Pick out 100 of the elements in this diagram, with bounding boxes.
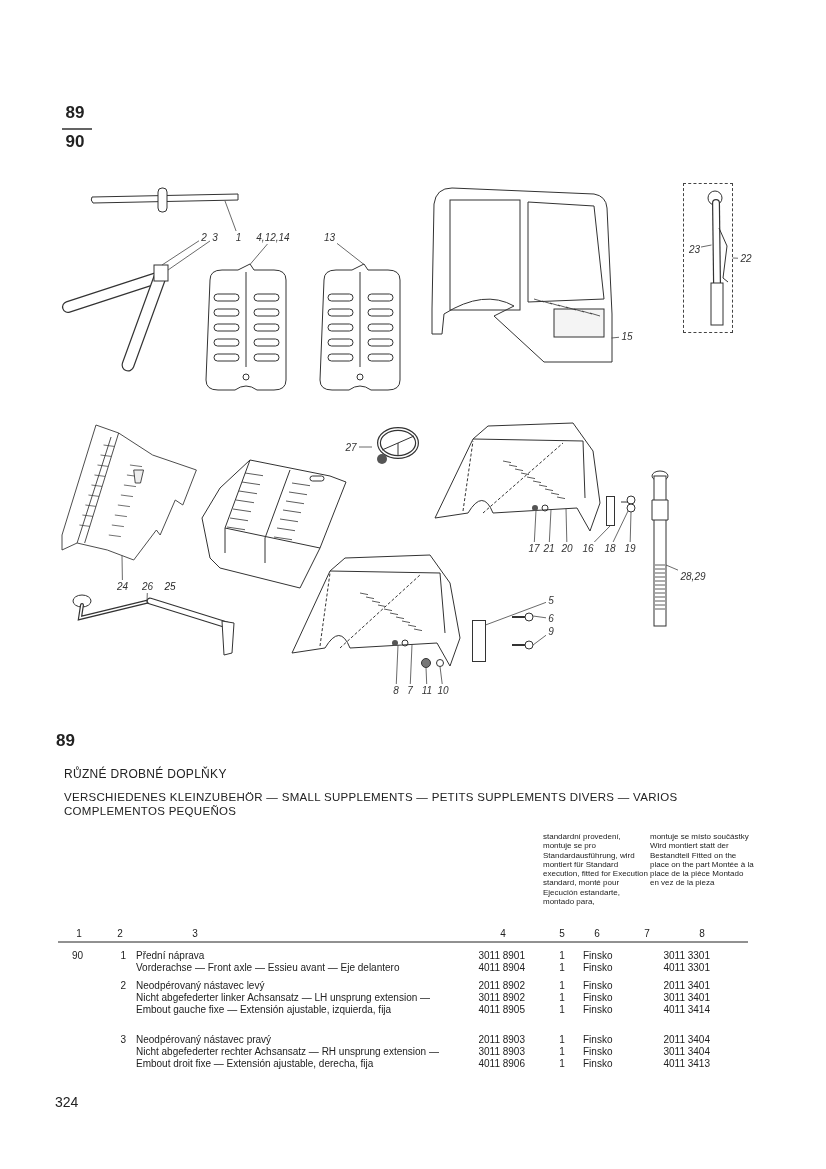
callout-number: 16 xyxy=(581,542,595,555)
leader-line xyxy=(732,257,739,259)
part-number: 3011 8901 xyxy=(477,950,525,962)
callout-number: 8 xyxy=(391,684,401,697)
column-number: 1 xyxy=(75,928,83,940)
callout-number: 15 xyxy=(619,330,635,343)
table-text: Finsko xyxy=(583,1034,614,1046)
floor-plate-drawing xyxy=(200,458,348,590)
part-number: 2011 3404 xyxy=(662,1034,710,1046)
column-number: 3 xyxy=(191,928,199,940)
leader-line xyxy=(533,509,537,543)
quantity: 1 xyxy=(558,980,566,992)
column-number: 2 xyxy=(116,928,124,940)
callout-number: 13 xyxy=(322,231,337,244)
column-number: 7 xyxy=(643,928,651,940)
part-number: 4011 8905 xyxy=(477,1004,525,1016)
callout-number: 1 xyxy=(233,231,244,244)
washer xyxy=(436,659,444,667)
leader-line xyxy=(161,240,200,266)
table-text: 1 xyxy=(119,950,126,962)
table-text: Finsko xyxy=(583,980,614,992)
callout-number: 10 xyxy=(436,684,450,697)
callout-number: 9 xyxy=(546,625,556,638)
quantity: 1 xyxy=(558,950,566,962)
table-text: Vorderachse — Front axle — Essieu avant — Eje delantero xyxy=(136,962,401,974)
table-text: Finsko xyxy=(583,992,614,1004)
part-number: 2011 8903 xyxy=(477,1034,525,1046)
leader-line xyxy=(425,667,428,685)
callout-number: 17 xyxy=(527,542,541,555)
leader-line xyxy=(611,336,620,339)
leader-line xyxy=(532,615,547,619)
part-number: 3011 3401 xyxy=(662,992,710,1004)
leader-line xyxy=(593,525,611,543)
table-text: Finsko xyxy=(583,962,614,974)
leader-line xyxy=(665,564,679,571)
part-number: 4011 3414 xyxy=(662,1004,710,1016)
leader-line xyxy=(439,666,443,685)
callout-number: 27 xyxy=(343,441,359,453)
leader-line xyxy=(700,244,712,248)
part-number: 3011 3301 xyxy=(662,950,710,962)
bracket-plate xyxy=(472,620,486,662)
nut xyxy=(421,658,431,668)
table-text: 3 xyxy=(119,1034,126,1046)
callout-number: 24 xyxy=(115,580,130,593)
callout-number: 18 xyxy=(603,542,617,555)
leader-line xyxy=(121,555,123,581)
group-frame xyxy=(683,183,733,333)
callout-number: 6 xyxy=(546,612,556,625)
leader-line xyxy=(336,242,365,265)
quantity: 1 xyxy=(558,992,566,1004)
axle-drawing xyxy=(90,188,240,212)
quantity: 1 xyxy=(558,1034,566,1046)
leader-line xyxy=(485,601,547,626)
callout-number: 19 xyxy=(623,542,637,555)
callout-number: 7 xyxy=(405,684,415,697)
subheading: VERSCHIEDENES KLEINZUBEHÖR — SMALL SUPPLEMENTS — PETITS SUPPLEMENTS DIVERS — VARIOS COMPLEMENTOS PEQUEÑOS xyxy=(64,790,679,818)
heading: RŮZNÉ DROBNÉ DOPLŇKY xyxy=(64,768,227,780)
leader-line xyxy=(395,644,399,685)
bracket-plate xyxy=(606,496,615,526)
part-number: 3011 8903 xyxy=(477,1046,525,1058)
leader-line xyxy=(532,634,547,646)
quantity: 1 xyxy=(558,1058,566,1070)
part-number: 4011 3301 xyxy=(662,962,710,974)
callout-number: 28,29 xyxy=(678,570,708,583)
part-number: 4011 8904 xyxy=(477,962,525,974)
table-text: Finsko xyxy=(583,1058,614,1070)
quantity: 1 xyxy=(558,962,566,974)
table-text: Neodpérovaný nástavec levý xyxy=(136,980,266,992)
part-number: 4011 3413 xyxy=(662,1058,710,1070)
lever-drawing xyxy=(72,593,238,658)
part-number: 2011 3401 xyxy=(662,980,710,992)
table-text: Přední náprava xyxy=(136,950,206,962)
part-number: 4011 8906 xyxy=(477,1058,525,1070)
leader-line xyxy=(146,592,148,602)
leader-line xyxy=(629,511,632,543)
callout-number: 3 xyxy=(210,231,220,244)
table-text: Neodpérovaný nástavec pravý xyxy=(136,1034,273,1046)
bolt-drawing xyxy=(621,495,635,513)
leader-line xyxy=(224,200,237,232)
leader-line xyxy=(167,240,211,271)
column-number: 6 xyxy=(593,928,601,940)
table-text: 2 xyxy=(119,980,126,992)
page-number: 324 xyxy=(55,1095,80,1111)
callout-number: 4,12,14 xyxy=(251,231,295,244)
part-number: 3011 3404 xyxy=(662,1046,710,1058)
bolt-drawing xyxy=(512,640,534,650)
quantity: 1 xyxy=(558,1004,566,1016)
callout-number: 2 xyxy=(199,231,209,244)
bolt-drawing xyxy=(512,612,534,622)
column-number: 4 xyxy=(499,928,507,940)
column-number: 8 xyxy=(698,928,706,940)
table-text: Nicht abgefederter rechter Achsansatz — RH unsprung extension — Embout droit fixe — Extensión ajustable, derecha, fija xyxy=(136,1046,440,1070)
leader-line xyxy=(409,644,413,685)
callout-number: 26 xyxy=(140,580,155,593)
callout-number: 22 xyxy=(738,252,754,265)
table-text: Finsko xyxy=(583,1004,614,1016)
page-range-number: 90 xyxy=(64,133,86,152)
column-number: 5 xyxy=(558,928,566,940)
callout-number: 25 xyxy=(163,580,177,593)
callout-number: 23 xyxy=(687,243,702,256)
